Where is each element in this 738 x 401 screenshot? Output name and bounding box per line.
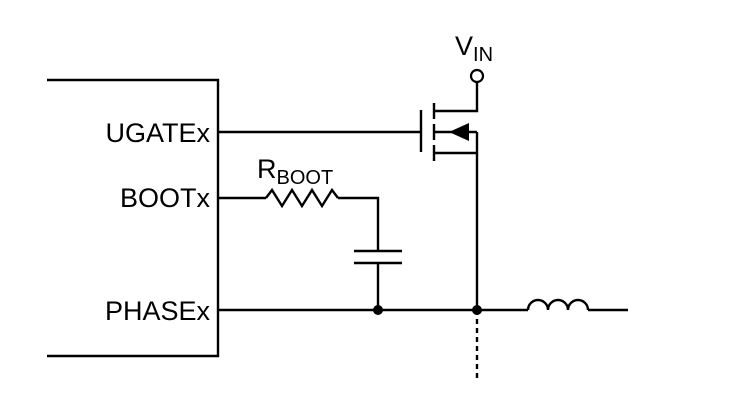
controller-ic-outline bbox=[47, 78, 220, 358]
pin-label-phase: PHASEx bbox=[105, 296, 211, 326]
resistor-to-cap-wire bbox=[338, 196, 380, 251]
vin-terminal bbox=[469, 68, 485, 84]
mosfet-arrow bbox=[449, 123, 469, 141]
mosfet-terminals bbox=[434, 83, 479, 310]
pin-label-ugate: UGATEx bbox=[105, 118, 210, 148]
rboot-resistor bbox=[265, 187, 339, 209]
rboot-label: RBOOT bbox=[257, 154, 333, 189]
junction-dot-cap bbox=[373, 305, 383, 315]
output-inductor bbox=[526, 298, 590, 311]
boot-capacitor bbox=[354, 249, 402, 265]
vin-label: VIN bbox=[455, 31, 493, 66]
pin-label-boot: BOOTx bbox=[120, 183, 211, 213]
